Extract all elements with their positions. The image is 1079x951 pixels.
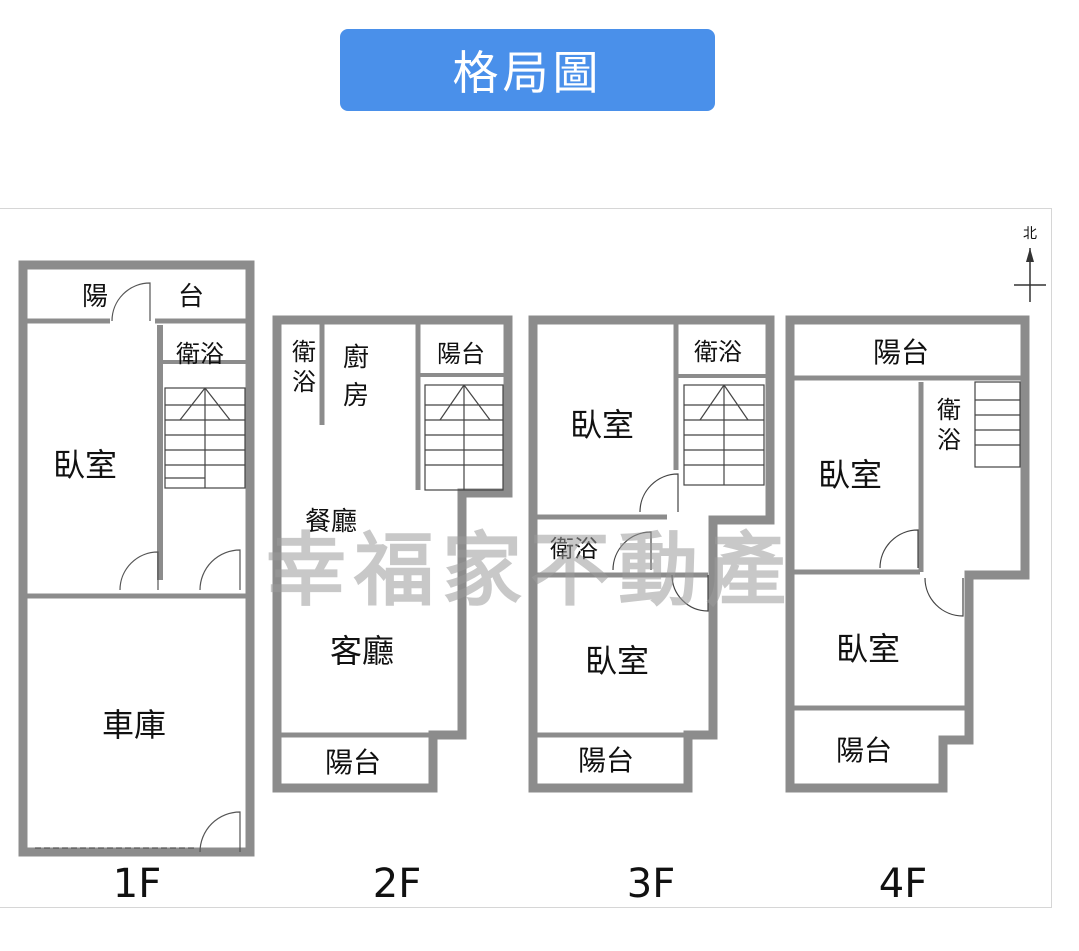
room-label-4f-balcony-south: 陽台 [836, 734, 892, 767]
compass-label: 北 [1023, 226, 1037, 242]
floor-label-1f: 1F [113, 861, 161, 907]
floor-1f-plan [18, 260, 255, 857]
room-label-1f-balcony-b: 台 [178, 282, 204, 312]
title-badge: 格局圖 [340, 29, 715, 111]
stair-1f [164, 387, 246, 489]
floor-1f-outer-wall [18, 260, 255, 857]
room-label-3f-balcony: 陽台 [578, 744, 634, 777]
room-label-4f-bath-a: 衛 [937, 396, 961, 424]
floor-1f-details [35, 282, 246, 853]
room-label-4f-bedroom-north: 臥室 [818, 456, 882, 494]
floor-label-3f: 3F [627, 861, 675, 907]
room-label-3f-bath-north: 衛浴 [694, 338, 742, 366]
floor-2f-plan [272, 315, 513, 793]
floor-4f-plan [785, 315, 1030, 793]
room-label-1f-garage: 車庫 [102, 706, 166, 744]
floor-label-4f: 4F [879, 861, 927, 907]
room-label-2f-bath-b: 浴 [292, 368, 316, 396]
floor-3f-outer-wall [528, 315, 775, 793]
room-label-1f-bathroom: 衛浴 [176, 340, 224, 368]
floor-4f-outer-wall [785, 315, 1030, 793]
floor-2f-outer-wall [272, 315, 513, 793]
room-label-2f-living: 客廳 [330, 632, 394, 670]
compass-arrow-icon [1014, 248, 1046, 302]
room-label-3f-bath-middle: 衛浴 [550, 535, 598, 563]
room-label-1f-bedroom: 臥室 [53, 446, 117, 484]
room-label-2f-bath-a: 衛 [292, 338, 316, 366]
floor-2f-details [424, 384, 504, 491]
room-label-4f-bedroom-south: 臥室 [836, 630, 900, 668]
room-label-1f-balcony-a: 陽 [82, 282, 108, 312]
page-title: 格局圖 [452, 46, 603, 100]
watermark-text: 幸福家不動產 [266, 524, 794, 617]
room-label-4f-bath-b: 浴 [937, 426, 961, 454]
floorplan-frame [0, 208, 1052, 908]
floor-4f-details [879, 381, 1021, 617]
room-label-2f-balcony-north: 陽台 [437, 340, 485, 368]
room-label-3f-bedroom-north: 臥室 [570, 406, 634, 444]
floor-label-2f: 2F [373, 861, 421, 907]
room-label-3f-bedroom-south: 臥室 [585, 642, 649, 680]
room-label-4f-balcony-north: 陽台 [873, 336, 929, 369]
room-label-2f-balcony-south: 陽台 [325, 746, 381, 779]
floor-3f-details [612, 384, 765, 612]
room-label-2f-kitchen-b: 房 [343, 381, 369, 411]
floor-3f-plan [528, 315, 775, 793]
room-label-2f-kitchen-a: 廚 [343, 343, 369, 373]
room-label-2f-dining: 餐廳 [305, 507, 357, 537]
